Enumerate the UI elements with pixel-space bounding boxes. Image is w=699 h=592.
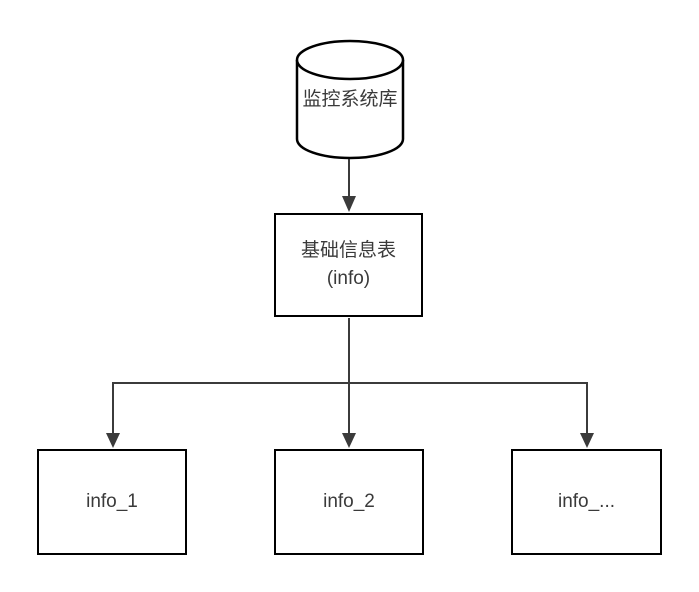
edge-rail-to-shard-2 — [342, 383, 356, 448]
database-node-label: 监控系统库 — [302, 89, 398, 110]
database-cylinder-shape — [295, 39, 405, 160]
edge-rail-to-shard-1 — [106, 382, 120, 448]
shard-1-node: info_1 — [37, 449, 187, 555]
info-table-node: 基础信息表 (info) — [274, 213, 423, 317]
shard-2-node: info_2 — [274, 449, 424, 555]
shard-etc-label: info_... — [557, 491, 616, 512]
edge-rail-to-shard-etc — [580, 382, 594, 448]
info-table-label-line1: 基础信息表 — [300, 240, 396, 261]
shard-etc-node: info_... — [511, 449, 662, 555]
shard-2-label: info_2 — [323, 491, 375, 512]
info-table-label-line2: (info) — [326, 268, 371, 289]
edge-database-to-info — [342, 159, 356, 212]
shard-1-label: info_1 — [86, 491, 138, 512]
edge-info-to-rail — [113, 318, 587, 384]
